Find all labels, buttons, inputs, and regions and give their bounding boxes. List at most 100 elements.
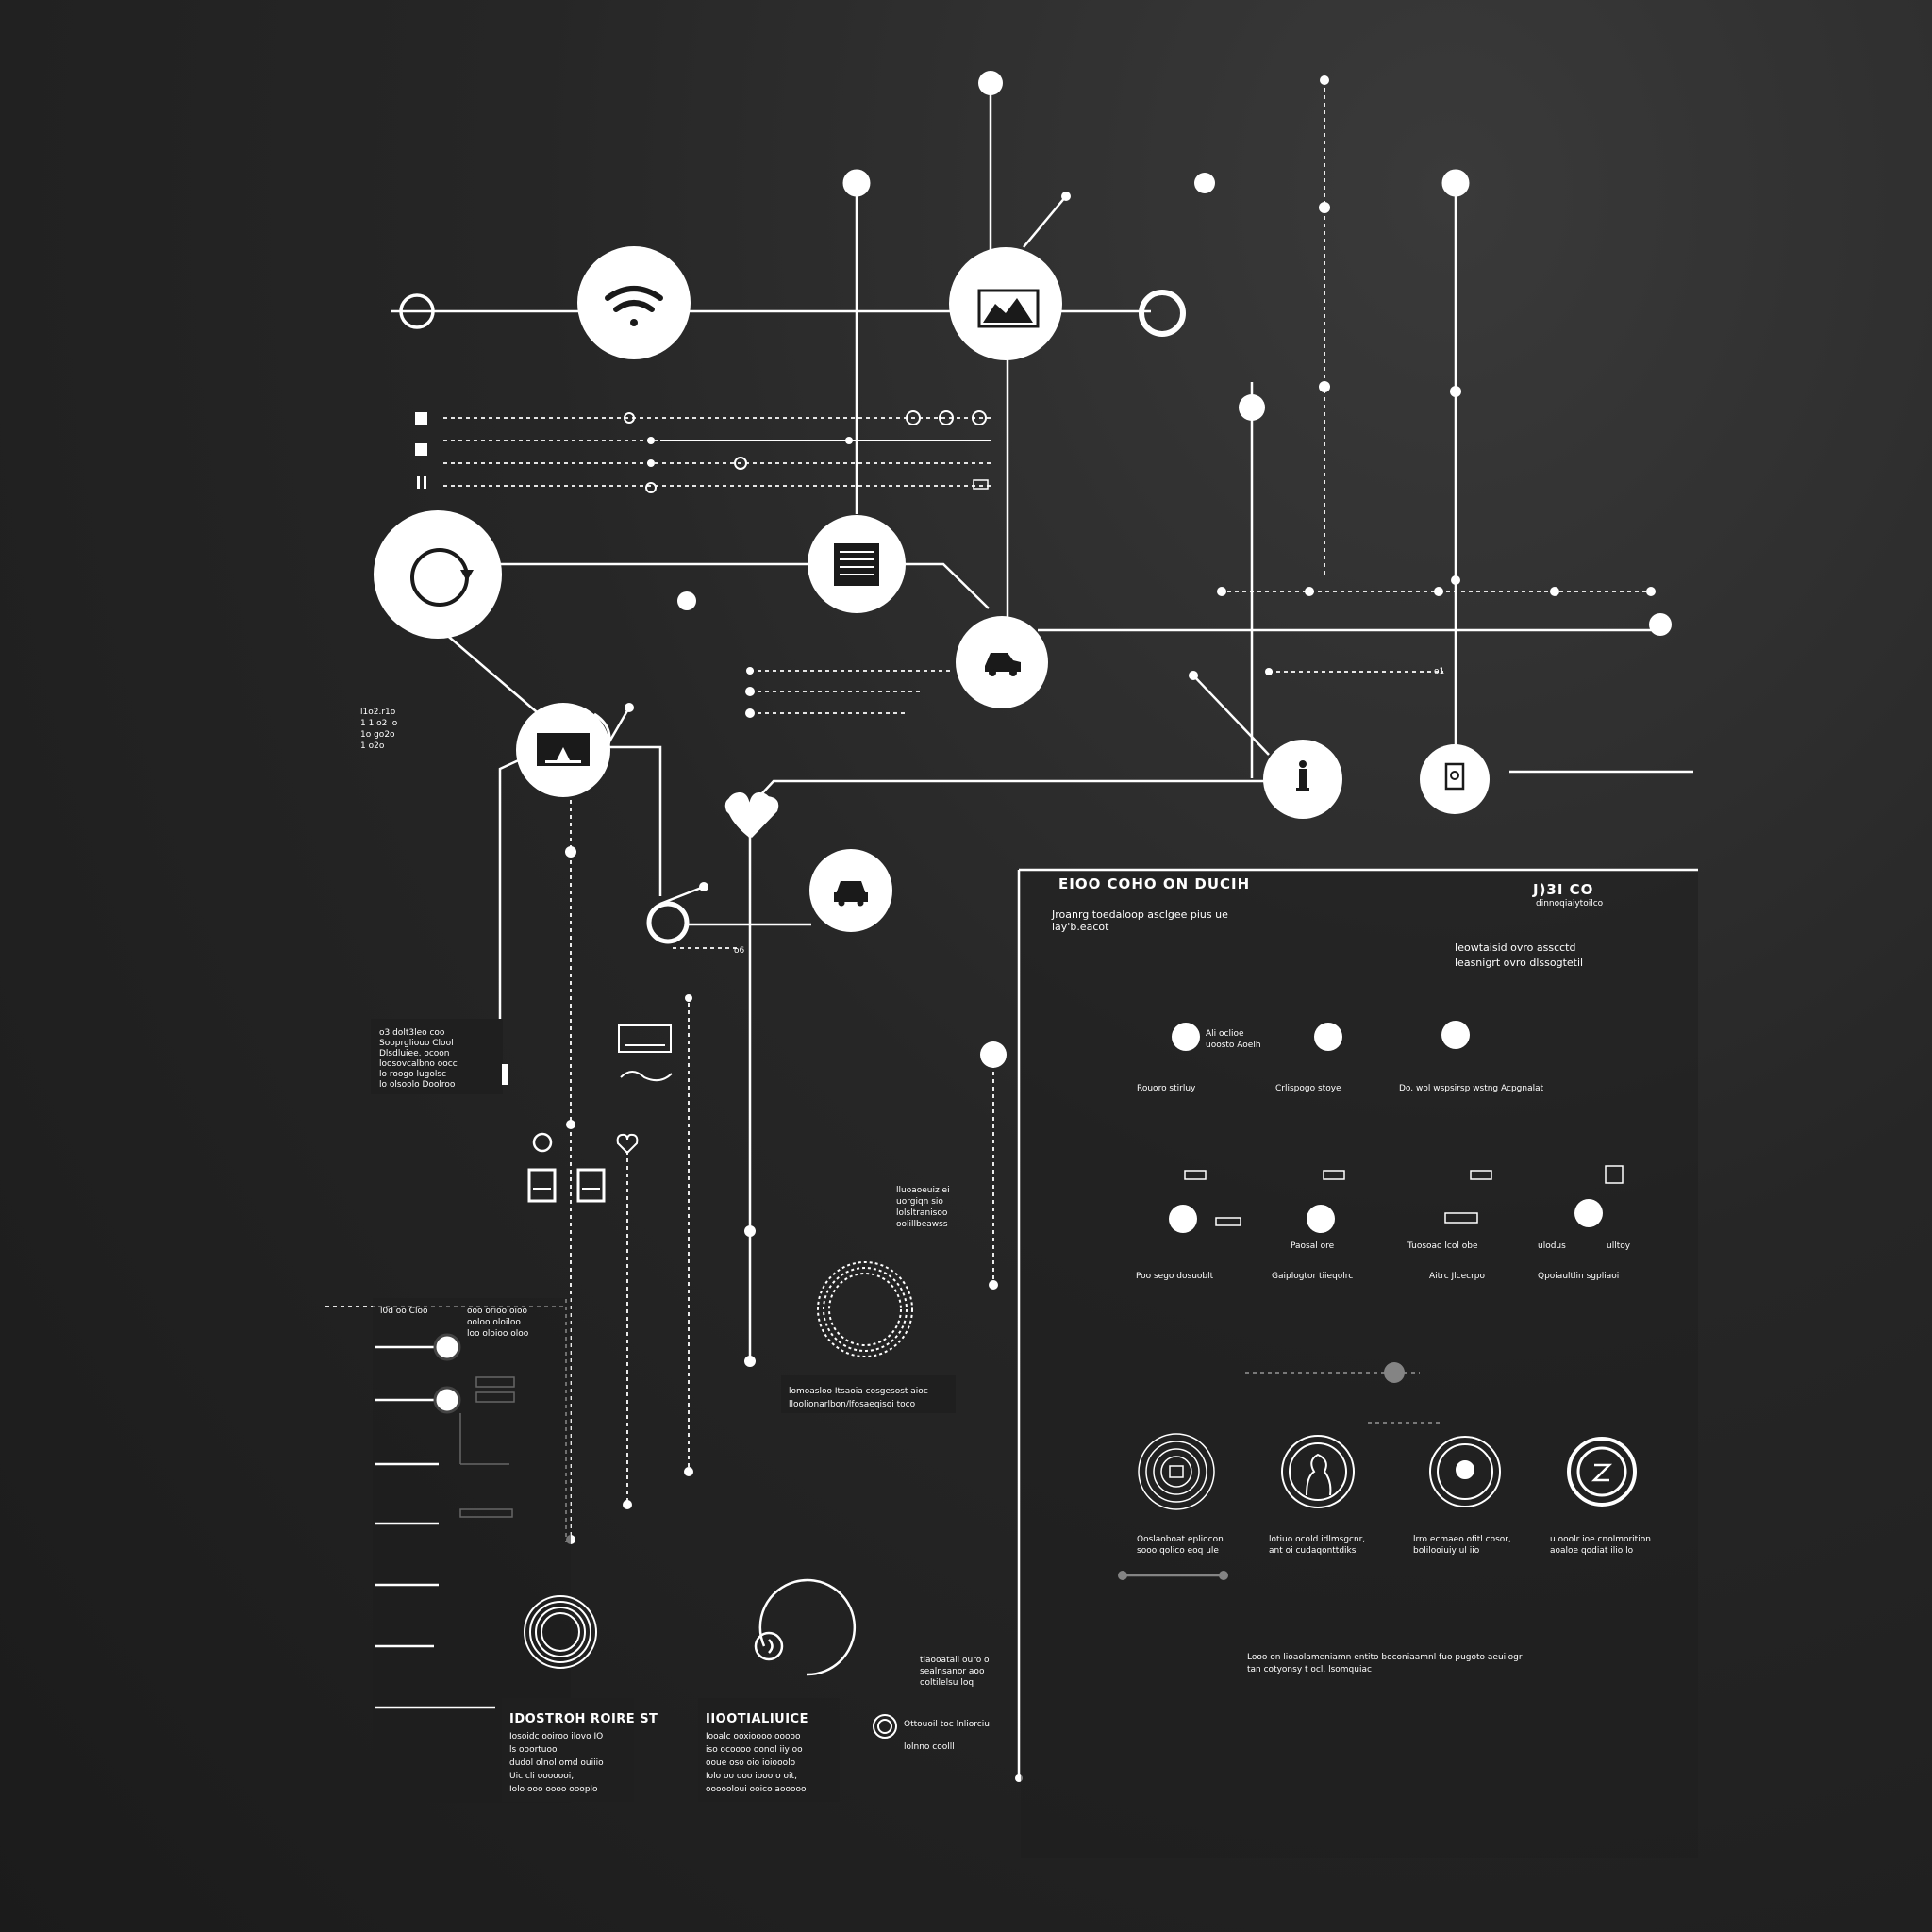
block-line: Iolo oo ooo iooo o oit, — [706, 1772, 797, 1781]
panel-code-sub: dinnoqiaiytoilco — [1536, 899, 1604, 908]
diagram-nodes — [374, 246, 1490, 932]
block-bg — [698, 1698, 840, 1802]
option-dot[interactable] — [1314, 1023, 1342, 1051]
option-label: Rouoro stirluy — [1137, 1084, 1196, 1093]
block-line: Iolo ooo oooo oooplo — [509, 1785, 598, 1794]
option-label: Aitrc Jlcecrpo — [1429, 1272, 1485, 1281]
small-icons — [527, 1024, 673, 1203]
dial-caption: lomoasloo Itsaoia cosgesost aioc lloolio… — [781, 1375, 956, 1413]
junction-dot — [980, 1041, 1007, 1068]
junction-dot — [699, 882, 708, 891]
node-wifi[interactable] — [577, 246, 691, 359]
option-dot[interactable] — [1441, 1021, 1470, 1049]
block-line: Uic cli ooooooi, — [509, 1772, 574, 1781]
note-line: 1 o2o — [360, 741, 385, 751]
list-toggle[interactable] — [939, 410, 954, 425]
list-rows — [415, 410, 991, 493]
slider-knob[interactable] — [433, 1333, 461, 1361]
info-panel: EIOO COHO ON DUCIH Jroanrg toedaloop asc… — [1021, 872, 1698, 1858]
list-toggle[interactable] — [972, 410, 987, 425]
caption-line: lolnno coolll — [904, 1742, 955, 1752]
list-toggle[interactable] — [906, 410, 921, 425]
legend-line: ooo orioo oioo — [467, 1307, 527, 1316]
ring-cap — [842, 169, 871, 197]
panel-note: leasnigrt ovro dlssogtetil — [1455, 957, 1583, 969]
ring-caps — [399, 169, 1470, 1153]
node-inbox[interactable] — [516, 703, 611, 797]
connector-line — [442, 631, 543, 718]
node-refresh[interactable] — [374, 510, 502, 639]
left-notes: l1o2.r1o 1 1 o2 lo 1o go2o 1 o2o — [360, 708, 398, 751]
bottom-rings — [524, 1261, 913, 1739]
note-line: uorgiqn sio — [896, 1197, 943, 1207]
legend-line: ooloo oloiloo — [467, 1318, 521, 1327]
slider-knob[interactable] — [433, 1386, 461, 1414]
tag-label: o6 — [734, 946, 745, 956]
option-dot[interactable] — [1169, 1205, 1197, 1233]
ring-label: lrro ecmaeo ofitl cosor, — [1413, 1535, 1511, 1544]
caption-line: Ottouoil toc lnliorciu — [904, 1720, 990, 1729]
option-dot[interactable] — [1574, 1199, 1603, 1227]
target-ring-icon — [1138, 1433, 1215, 1510]
note-line: 1o go2o — [360, 730, 395, 740]
list-bullet — [424, 476, 426, 489]
caption-line: lloolionarlbon/lfosaeqisoi toco — [789, 1400, 916, 1409]
bottom-text-block-2: IIOOTIALIUICE Iooalc ooxioooo ooooo iso … — [698, 1698, 840, 1802]
card-icon — [618, 1024, 672, 1053]
junction-dot — [1239, 394, 1265, 421]
list-marker — [973, 479, 989, 490]
connector-line — [659, 885, 705, 906]
ring-label: bolilooiuiy ul iio — [1413, 1546, 1480, 1556]
panel-note: Ieowtaisid ovro asscctd — [1455, 941, 1575, 954]
node-device[interactable] — [1420, 744, 1490, 814]
badge-ring-icon — [1429, 1436, 1501, 1507]
junction-dot — [1194, 173, 1215, 193]
legend-line: loo oloioo oloo — [467, 1329, 529, 1339]
node-person[interactable] — [1263, 740, 1342, 819]
legend-line: l0d oo Cloo — [380, 1307, 428, 1316]
junction-dot — [745, 687, 755, 696]
small-ring-icon — [877, 1719, 892, 1734]
node-heart[interactable] — [724, 792, 779, 838]
info-box-bg — [371, 1019, 503, 1094]
junction-dot — [1189, 671, 1198, 680]
link-icon — [620, 1071, 673, 1082]
ring-cap — [1441, 169, 1470, 197]
mini-icon — [1184, 1170, 1207, 1180]
left-info-box: o3 dolt3leo coo Sooprgliouo Clool Dlsdlu… — [371, 1019, 508, 1094]
note-line: tlaooatali ouro o — [920, 1656, 990, 1665]
option-dot[interactable] — [1172, 1023, 1200, 1051]
placeholder-bar — [459, 1508, 513, 1518]
junction-dot — [565, 846, 576, 858]
ring-label: u ooolr ioe cnolmorition — [1550, 1535, 1651, 1544]
info-line: o3 dolt3leo coo — [379, 1028, 445, 1038]
info-line: lo roogo lugolsc — [379, 1070, 446, 1079]
node-car[interactable] — [956, 616, 1048, 708]
junction-dot — [623, 1500, 632, 1509]
ring-label: lotiuo ocold idlmsgcnr, — [1269, 1535, 1365, 1544]
option-dot[interactable] — [1307, 1205, 1335, 1233]
block-title: IDOSTROH ROIRE ST — [509, 1712, 658, 1726]
panel-code: J)3I CO — [1532, 881, 1593, 898]
connector-line — [748, 779, 1269, 838]
list-marker — [647, 437, 655, 444]
option-label: Gaiplogtor tiieqolrc — [1272, 1272, 1353, 1281]
junction-dot — [685, 994, 692, 1002]
junction-dot — [1217, 587, 1226, 596]
junction-dot — [1450, 386, 1461, 397]
ring-cap — [399, 293, 435, 329]
node-image[interactable] — [949, 247, 1062, 360]
connector-lines — [391, 83, 1698, 1778]
block-line: dudol olnol omd ouiiio — [509, 1758, 604, 1768]
inbox-icon — [537, 733, 590, 766]
ring-caption: Ottouoil toc lnliorciu lolnno coolll — [904, 1720, 990, 1752]
node-document[interactable] — [808, 515, 906, 613]
node-vehicle[interactable] — [809, 849, 892, 932]
car-icon — [985, 653, 1021, 676]
info-line: Dlsdluiee. ocoon — [379, 1049, 450, 1058]
caption-bg — [781, 1375, 956, 1413]
note-line: l1o2.r1o — [360, 708, 396, 717]
junction-dot — [746, 667, 754, 675]
connector-line — [607, 707, 631, 744]
